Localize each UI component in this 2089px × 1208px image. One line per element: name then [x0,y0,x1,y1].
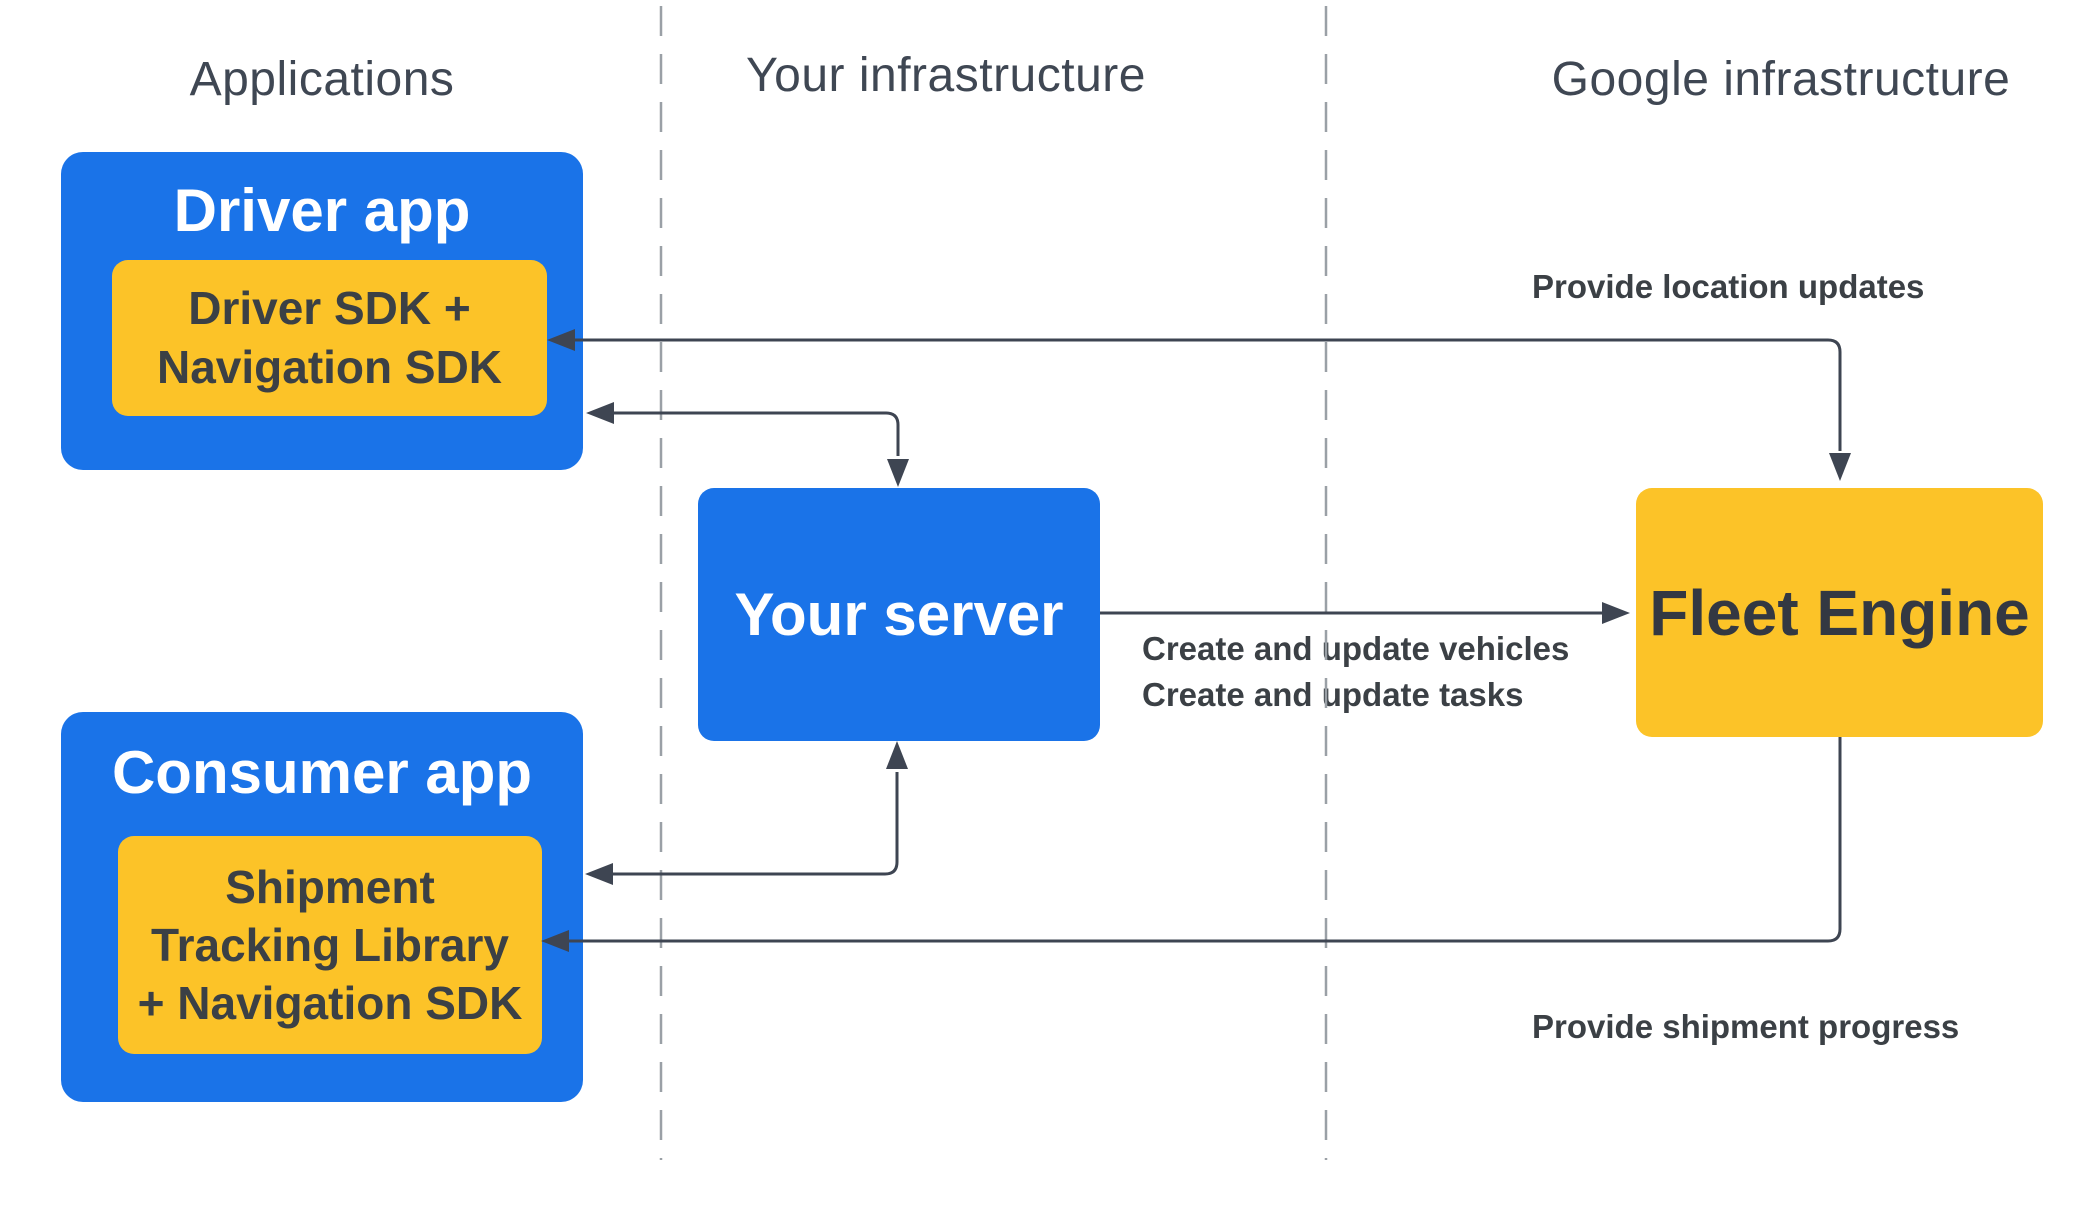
driver-sdk-line-2: Navigation SDK [156,341,503,393]
edge-label-create-tasks: Create and update tasks [1142,676,1524,713]
edge-driver-sdk-fleet-engine [575,338,1842,451]
consumer-app-node: Consumer app Shipment Tracking Library +… [61,712,583,1102]
your-server-node: Your server [698,488,1100,741]
column-header-google-infrastructure: Google infrastructure [1551,53,2011,106]
edge-driver-app-your-server [614,411,900,456]
edge-fleet-engine-shipment-library [569,737,1842,943]
arrowhead-into-your-server-bottom-icon [886,741,908,769]
arrowhead-into-driver-app-icon [586,402,614,424]
edge-label-provide-location-updates: Provide location updates [1532,268,1925,305]
fleet-engine-title: Fleet Engine [1649,576,2030,649]
column-header-your-infrastructure: Your infrastructure [746,49,1146,102]
driver-sdk-line-1: Driver SDK + [188,282,471,334]
consumer-app-title: Consumer app [111,739,533,806]
arrowhead-into-your-server-top-icon [887,459,909,487]
fleet-engine-node: Fleet Engine [1636,488,2043,737]
shipment-lib-line-1: Shipment [225,861,435,913]
edge-label-provide-shipment-progress: Provide shipment progress [1532,1008,1960,1045]
arrowhead-into-consumer-app-icon [585,863,613,885]
shipment-lib-line-3: + Navigation SDK [137,977,523,1029]
driver-app-title: Driver app [173,177,471,244]
column-header-applications: Applications [189,53,455,106]
edge-your-server-consumer-app [613,772,899,876]
arrowhead-into-fleet-engine-left-icon [1602,602,1630,624]
edge-label-create-update: Create and update vehicles Create and up… [1142,626,1569,718]
driver-sdk-node: Driver SDK + Navigation SDK [112,260,547,416]
shipment-tracking-library-node: Shipment Tracking Library + Navigation S… [118,836,542,1054]
shipment-lib-line-2: Tracking Library [151,919,509,971]
your-server-title: Your server [734,581,1064,648]
arrowhead-into-fleet-engine-top-icon [1829,453,1851,481]
edge-label-create-vehicles: Create and update vehicles [1142,630,1570,667]
driver-app-node: Driver app Driver SDK + Navigation SDK [61,152,583,470]
